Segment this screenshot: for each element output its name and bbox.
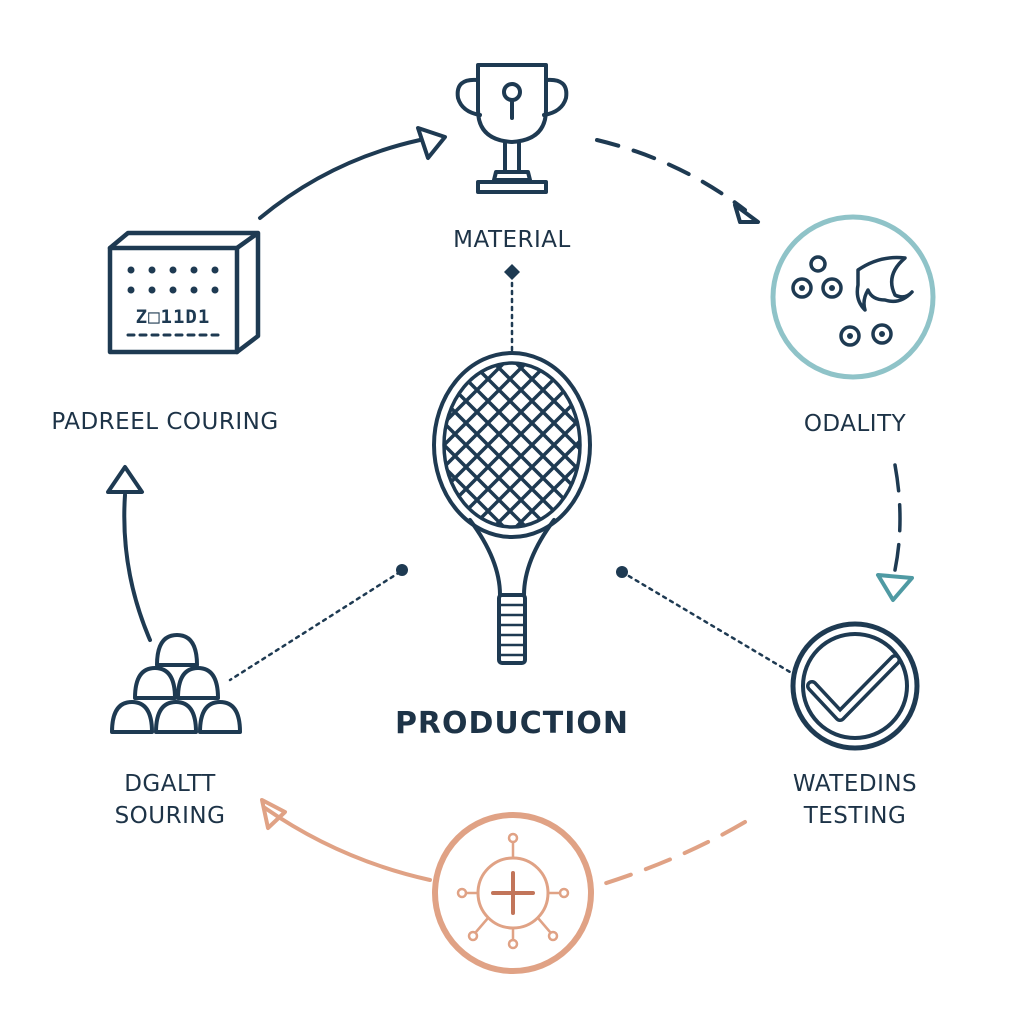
node-label-material: MATERIAL bbox=[453, 227, 571, 253]
arrow-padreel-to-material bbox=[258, 126, 447, 220]
racket-string bbox=[498, 363, 580, 527]
calendar-icon-text: Z□11D1 bbox=[136, 306, 211, 328]
racket-string bbox=[444, 363, 500, 527]
racket-string bbox=[476, 363, 580, 527]
racket-string bbox=[588, 325, 828, 565]
node-label-odality: ODALITY bbox=[803, 411, 907, 437]
racket-string bbox=[444, 363, 580, 527]
center-label: PRODUCTION bbox=[394, 706, 630, 741]
racket-string bbox=[444, 363, 544, 527]
checkmark-circle-icon bbox=[790, 621, 920, 751]
racket-string bbox=[454, 363, 580, 527]
stacked-ingots-icon bbox=[110, 633, 242, 734]
arrow-odality-to-testing bbox=[893, 463, 902, 572]
racket-string bbox=[444, 363, 456, 527]
racket-string bbox=[192, 325, 432, 565]
racket-string bbox=[444, 363, 456, 527]
racket-string bbox=[192, 325, 432, 565]
tennis-racket-icon bbox=[192, 325, 828, 665]
racket-string bbox=[444, 363, 478, 527]
trophy-icon bbox=[455, 63, 569, 194]
virus-crosshair-circle-icon bbox=[432, 812, 594, 974]
racket-string bbox=[444, 363, 478, 527]
racket-string bbox=[564, 363, 580, 527]
node-label-dgaltt: DGALTT SOURING bbox=[70, 768, 270, 832]
racket-string bbox=[498, 363, 580, 527]
arrow-dgaltt-to-padreel bbox=[106, 465, 152, 642]
racket-string bbox=[476, 363, 580, 527]
racket-string bbox=[564, 363, 580, 527]
dot-marker-right bbox=[616, 566, 628, 578]
node-label-testing-line2: TESTING bbox=[803, 803, 907, 829]
node-label-dgaltt-line2: SOURING bbox=[114, 803, 226, 829]
node-label-testing-line1: WATEDINS bbox=[792, 771, 918, 797]
calendar-box-icon bbox=[107, 230, 261, 355]
racket-string bbox=[588, 325, 828, 565]
node-label-testing: WATEDINS TESTING bbox=[750, 768, 960, 832]
arrow-bottom-to-dgaltt bbox=[260, 798, 432, 882]
racket-string bbox=[520, 363, 580, 527]
racket-string bbox=[444, 363, 580, 527]
racket-string bbox=[444, 363, 544, 527]
dotted-connectors bbox=[228, 273, 792, 682]
molecules-circle-icon bbox=[770, 214, 936, 380]
racket-string bbox=[520, 363, 580, 527]
racket-string bbox=[444, 363, 566, 527]
dot-marker-left bbox=[396, 564, 408, 576]
racket-string bbox=[444, 363, 580, 527]
racket-string bbox=[444, 363, 580, 527]
node-label-padreel: PADREEL COURING bbox=[51, 409, 279, 435]
racket-string bbox=[444, 363, 566, 527]
node-label-dgaltt-line1: DGALTT bbox=[124, 771, 216, 797]
arrow-testing-to-bottom bbox=[598, 820, 747, 887]
arrow-material-to-odality bbox=[595, 138, 760, 224]
racket-string bbox=[444, 363, 500, 527]
diamond-marker bbox=[504, 264, 520, 280]
arrowhead-teal bbox=[876, 573, 914, 602]
